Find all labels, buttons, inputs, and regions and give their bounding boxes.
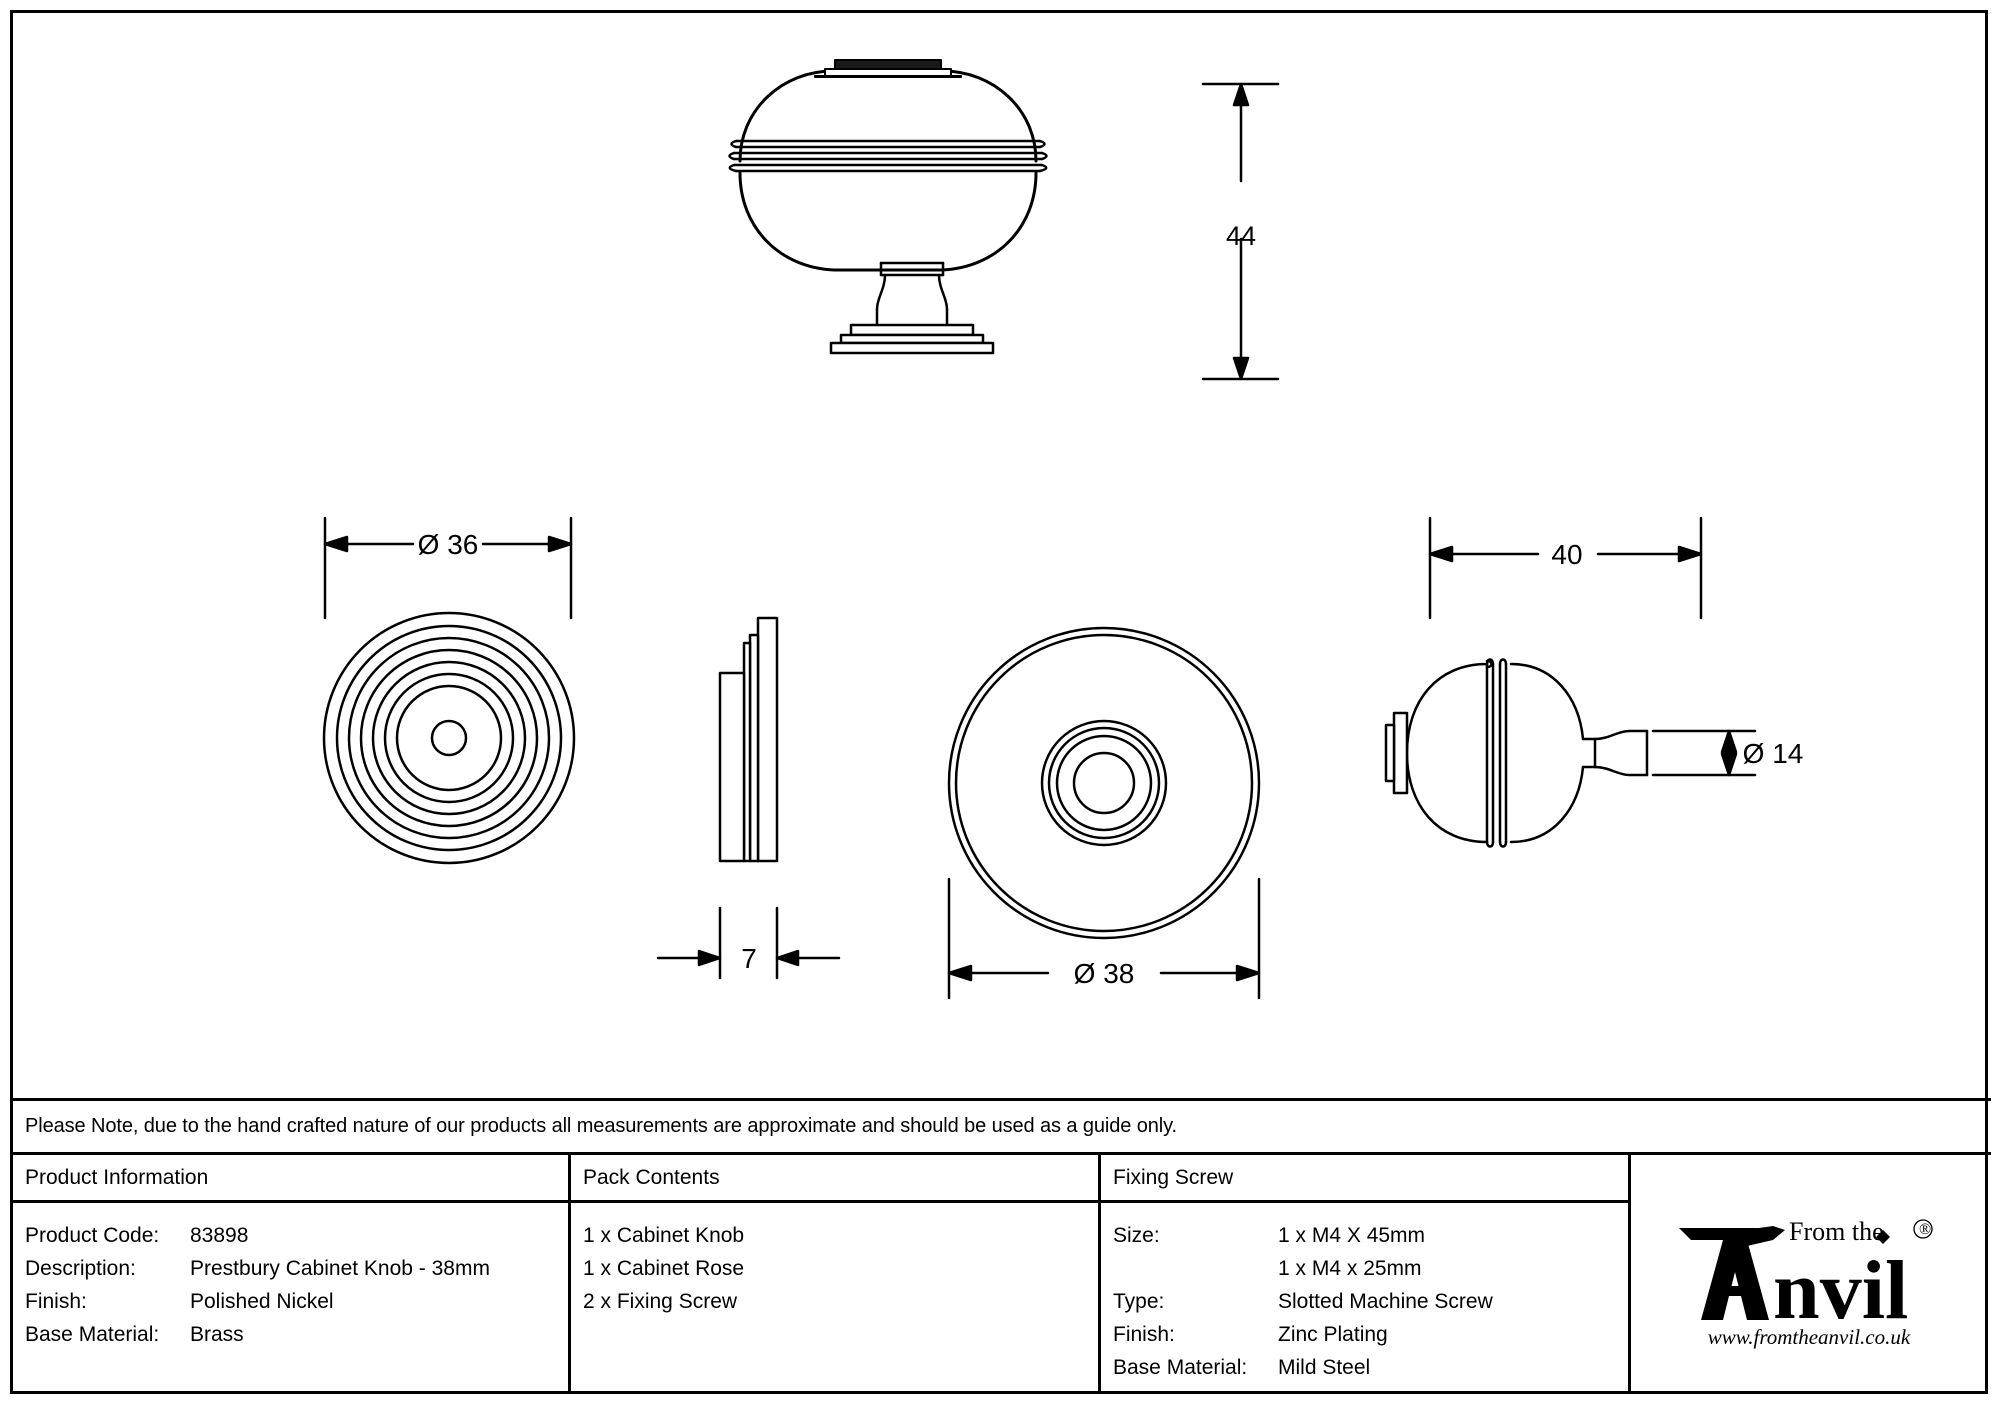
table-row: 1 x M4 x 25mm bbox=[1113, 1252, 1628, 1285]
dimension-knob-diameter-label: Ø 38 bbox=[1074, 958, 1135, 989]
table-row: Type: Slotted Machine Screw bbox=[1113, 1285, 1628, 1318]
table-row: Size: 1 x M4 X 45mm bbox=[1113, 1219, 1628, 1252]
note-text: Please Note, due to the hand crafted nat… bbox=[25, 1115, 1178, 1137]
registered-icon: ® bbox=[1919, 1221, 1931, 1238]
spec-label: Size: bbox=[1113, 1224, 1160, 1247]
spec-value: 1 x M4 X 45mm bbox=[1278, 1224, 1426, 1247]
dimension-44 bbox=[1201, 82, 1280, 381]
drawing-frame: 44 Ø 36 bbox=[10, 10, 1991, 1394]
view-rose-side bbox=[718, 616, 779, 863]
spec-value: Polished Nickel bbox=[190, 1290, 334, 1313]
dimension-rose-diameter bbox=[323, 516, 573, 620]
dimension-rose-diameter-label: Ø 36 bbox=[418, 529, 479, 560]
dimension-stem-diameter bbox=[1651, 729, 1757, 777]
logo-url: www.fromtheanvil.co.uk bbox=[1708, 1325, 1911, 1349]
spec-label: Description: bbox=[25, 1257, 136, 1280]
table-row: Base Material: Mild Steel bbox=[1113, 1351, 1628, 1384]
spec-label: Base Material: bbox=[25, 1323, 160, 1346]
product-information-column: Product Information Product Code: 83898 … bbox=[13, 1155, 571, 1394]
view-top-elevation bbox=[728, 59, 1048, 355]
view-rose-front bbox=[322, 611, 576, 865]
spec-value: Zinc Plating bbox=[1278, 1323, 1388, 1346]
view-knob-front bbox=[947, 626, 1261, 940]
spec-value: Slotted Machine Screw bbox=[1278, 1290, 1493, 1313]
spec-label: Finish: bbox=[1113, 1323, 1175, 1346]
table-row: Finish: Polished Nickel bbox=[25, 1285, 568, 1318]
dimension-rose-thickness-label: 7 bbox=[741, 943, 757, 974]
view-knob-side bbox=[1384, 658, 1649, 848]
dimension-knob-projection bbox=[1428, 516, 1703, 620]
anvil-icon bbox=[1679, 1225, 1785, 1320]
table-row: Product Code: 83898 bbox=[25, 1219, 568, 1252]
spec-label: Type: bbox=[1113, 1290, 1165, 1313]
list-item: 2 x Fixing Screw bbox=[583, 1290, 738, 1313]
logo-svg: From the nvil ® www.fromtheanvil.co.uk bbox=[1679, 1217, 1933, 1349]
table-row: Base Material: Brass bbox=[25, 1318, 568, 1351]
spec-value: 83898 bbox=[190, 1224, 249, 1247]
spec-value: 1 x M4 x 25mm bbox=[1278, 1257, 1422, 1280]
diamond-icon bbox=[1876, 1229, 1890, 1244]
logo-from-the: From the bbox=[1789, 1217, 1884, 1246]
note-strip: Please Note, due to the hand crafted nat… bbox=[13, 1098, 1991, 1155]
registered-circle-icon bbox=[1913, 1218, 1933, 1239]
info-table: Product Information Product Code: 83898 … bbox=[13, 1155, 1991, 1394]
spec-value: Prestbury Cabinet Knob - 38mm bbox=[190, 1257, 490, 1280]
dimension-44-label: 44 bbox=[1226, 221, 1256, 251]
list-item: 1 x Cabinet Knob bbox=[583, 1224, 745, 1247]
spec-label: Finish: bbox=[25, 1290, 87, 1313]
table-row: Description: Prestbury Cabinet Knob - 38… bbox=[25, 1252, 568, 1285]
logo-column: From the nvil ® www.fromtheanvil.co.uk bbox=[1631, 1155, 1991, 1394]
fixing-screw-column: Fixing Screw Size: 1 x M4 X 45mm 1 x M4 … bbox=[1101, 1155, 1631, 1394]
dimension-rose-thickness bbox=[656, 906, 841, 980]
product-information-body: Product Code: 83898 Description: Prestbu… bbox=[13, 1203, 568, 1394]
table-row: Finish: Zinc Plating bbox=[1113, 1318, 1628, 1351]
dimension-knob-diameter bbox=[947, 877, 1261, 1000]
pack-contents-header: Pack Contents bbox=[571, 1155, 1098, 1203]
from-the-anvil-logo: From the nvil ® www.fromtheanvil.co.uk bbox=[1661, 1200, 1961, 1350]
spec-label: Product Code: bbox=[25, 1224, 160, 1247]
spec-label: Base Material: bbox=[1113, 1356, 1248, 1379]
dimension-stem-diameter-label: Ø 14 bbox=[1743, 738, 1804, 769]
list-item: 1 x Cabinet Rose bbox=[583, 1257, 745, 1280]
drawing-views-area: 44 Ø 36 bbox=[13, 13, 1991, 1098]
dimension-knob-projection-label: 40 bbox=[1551, 539, 1582, 570]
drawing-svg: 44 Ø 36 bbox=[322, 59, 1804, 1000]
fixing-screw-body: Size: 1 x M4 X 45mm 1 x M4 x 25mm Type: … bbox=[1101, 1203, 1628, 1394]
spec-value: Mild Steel bbox=[1278, 1356, 1371, 1379]
logo-anvil-wordmark: nvil bbox=[1773, 1244, 1908, 1337]
pack-contents-body: 1 x Cabinet Knob 1 x Cabinet Rose 2 x Fi… bbox=[571, 1203, 1098, 1394]
fixing-screw-header: Fixing Screw bbox=[1101, 1155, 1628, 1203]
pack-contents-column: Pack Contents 1 x Cabinet Knob 1 x Cabin… bbox=[571, 1155, 1101, 1394]
spec-value: Brass bbox=[190, 1323, 244, 1346]
product-information-header: Product Information bbox=[13, 1155, 568, 1203]
